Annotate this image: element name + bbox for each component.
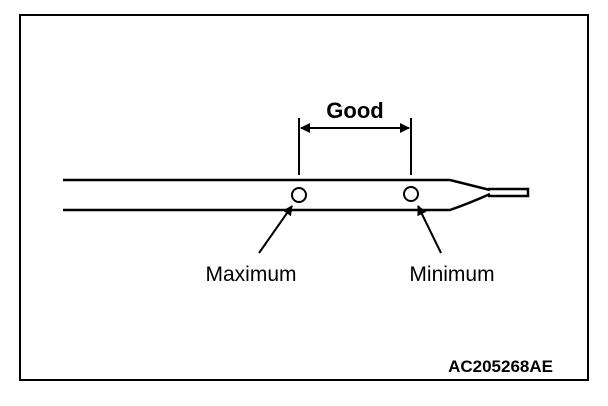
dipstick-blade [63, 178, 530, 212]
maximum-hole [291, 187, 307, 203]
minimum-hole [403, 186, 419, 202]
blade-top-edge [63, 178, 491, 192]
minimum-leader-arrow [417, 205, 442, 254]
blade-bottom-edge [63, 192, 491, 212]
maximum-leader-arrow [258, 205, 293, 254]
blade-tip [488, 187, 530, 198]
maximum-label: Maximum [205, 263, 296, 286]
minimum-label: Minimum [409, 263, 494, 286]
figure-code: AC205268AE [448, 357, 553, 376]
good-range-label: Good [326, 98, 383, 123]
